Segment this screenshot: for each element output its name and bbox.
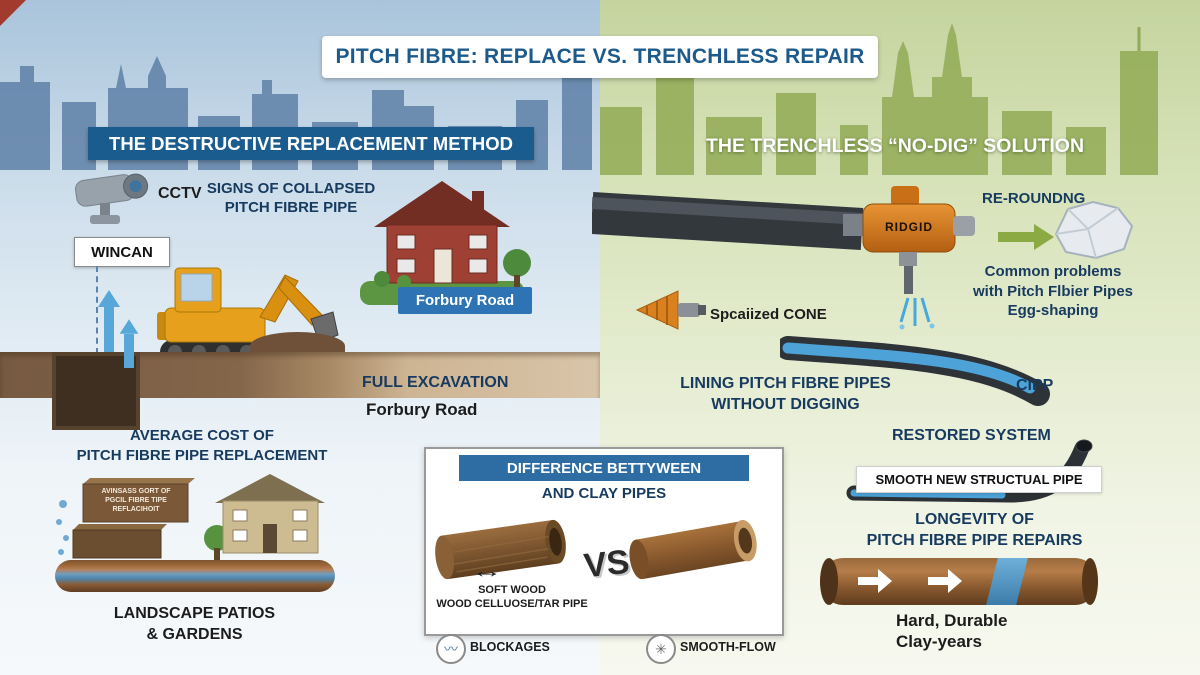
comparison-header: DIFFERENCE BETTYWEEN bbox=[459, 455, 749, 481]
page-title: PITCH FIBRE: REPLACE VS. TRENCHLESS REPA… bbox=[322, 36, 878, 78]
street-name-label: Forbury Road bbox=[366, 400, 478, 419]
wincan-label-box: WINCAN bbox=[74, 237, 170, 267]
up-arrow-stem bbox=[104, 306, 114, 352]
lined-pipe-strip-icon bbox=[55, 560, 335, 592]
blockages-icon: 〰 bbox=[436, 634, 466, 664]
longevity-caption: LONGEVITY OF PITCH FIBRE PIPE REPAIRS bbox=[866, 511, 1083, 549]
common-problems-caption: Common problems with Pitch Flbier Pipes … bbox=[972, 263, 1134, 319]
dark-drain-pipe-icon bbox=[592, 192, 864, 250]
cctv-label: CCTV bbox=[158, 185, 202, 202]
cipp-liner-pipe-icon bbox=[780, 336, 1050, 406]
green-arrow-head bbox=[1034, 224, 1054, 250]
water-spray-icon bbox=[899, 297, 935, 330]
signs-of-collapse-caption: SIGNS OF COLLAPSED PITCH FIBRE PIPE bbox=[206, 180, 376, 216]
white-arrow-icon bbox=[858, 577, 878, 585]
repaired-clay-pipe-icon bbox=[820, 558, 1098, 605]
crushed-pipe-icon bbox=[1054, 200, 1134, 260]
right-city-skyline bbox=[600, 23, 1158, 175]
green-arrow-icon bbox=[998, 232, 1034, 242]
clay-pipe-icon bbox=[629, 519, 757, 580]
double-arrow-icon: ↔ bbox=[470, 561, 504, 581]
blockages-label: BLOCKAGES bbox=[470, 640, 550, 654]
pipe-end-right bbox=[1082, 558, 1098, 605]
lining-caption: LINING PITCH FIBRE PIPES WITHOUT DIGGING bbox=[680, 375, 891, 413]
white-arrow-head bbox=[948, 569, 962, 593]
white-arrow-head bbox=[878, 569, 892, 593]
right-section-header: THE TRENCHLESS “NO-DIG” SOLUTION bbox=[705, 135, 1085, 157]
pipe-comparison-box: DIFFERENCE BETTYWEEN AND CLAY PIPES bbox=[424, 447, 784, 636]
repair-band bbox=[986, 558, 1028, 605]
specialized-cone-tool-icon bbox=[635, 290, 706, 330]
pipe-chunk-caption: AVINSASS GORT OF PGCIL FIBRE TIPE REFLAC… bbox=[101, 488, 171, 513]
smooth-flow-icon: ✳ bbox=[646, 634, 676, 664]
ridgid-brand-label: RIDGID bbox=[885, 220, 933, 234]
specialized-cone-label: Spcaiized CONE bbox=[710, 306, 827, 323]
soft-wood-caption: SOFT WOOD WOOD CELLUOSE/TAR PIPE bbox=[436, 584, 588, 611]
durable-caption: Hard, Durable Clay-years bbox=[896, 611, 1008, 652]
smooth-flow-label: SMOOTH-FLOW bbox=[680, 640, 776, 654]
vs-label: VS bbox=[582, 542, 632, 586]
comparison-subtitle: AND CLAY PIPES bbox=[541, 485, 667, 502]
re-rounding-caption: RE-ROUNDNG bbox=[982, 190, 1086, 207]
landscape-gardens-caption: LANDSCAPE PATIOS & GARDENS bbox=[113, 605, 276, 643]
up-arrow-stem bbox=[124, 334, 134, 368]
pipe-end-left bbox=[820, 558, 838, 605]
wave-glyph: 〰 bbox=[444, 641, 458, 657]
up-arrow-icon bbox=[98, 290, 120, 307]
smooth-pipe-band: SMOOTH NEW STRUCTUAL PIPE bbox=[856, 466, 1102, 493]
up-arrow-icon bbox=[119, 319, 139, 334]
survey-dashed-line bbox=[96, 266, 98, 354]
beige-house-icon bbox=[204, 474, 325, 560]
full-excavation-caption: FULL EXCAVATION bbox=[362, 374, 509, 391]
pitch-fibre-pipe-icon bbox=[435, 519, 566, 580]
ridgid-rerounding-tool-icon bbox=[843, 186, 975, 294]
restored-system-caption: RESTORED SYSTEM bbox=[892, 427, 1051, 444]
white-arrow-icon bbox=[928, 577, 948, 585]
fan-glyph: ✳ bbox=[655, 640, 667, 657]
broken-pipe-chunks-icon bbox=[56, 478, 195, 559]
cctv-camera-icon bbox=[75, 173, 149, 224]
left-section-header: THE DESTRUCTIVE REPLACEMENT METHOD bbox=[88, 127, 534, 160]
cipp-label: CIPP bbox=[1016, 377, 1054, 394]
corner-flag-icon bbox=[0, 0, 26, 26]
house-street-badge: Forbury Road bbox=[398, 287, 532, 314]
average-cost-caption: AVERAGE COST OF PITCH FIBRE PIPE REPLACE… bbox=[76, 427, 328, 464]
